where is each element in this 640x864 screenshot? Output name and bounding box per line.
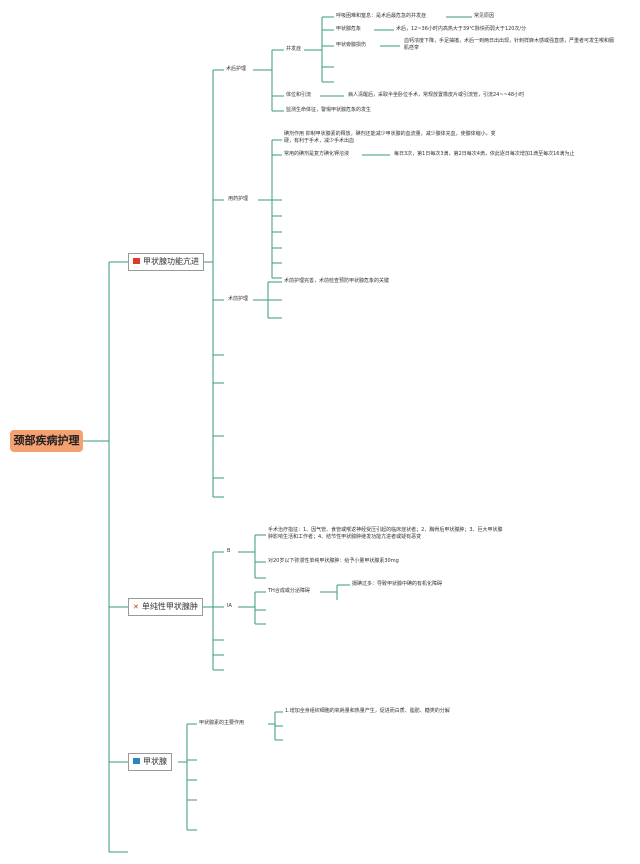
complication-parathyroid-note[interactable]: 血钙浓度下降，手足抽搐，术后一到两日出出现，针刺样麻木感或强直感，严重者可发生喉…: [404, 38, 615, 51]
goiter-ia-node[interactable]: IA: [227, 603, 232, 609]
complication-thyroid-storm[interactable]: 甲状腺危象: [336, 26, 362, 32]
preop-care-node[interactable]: 术前护理: [228, 296, 249, 302]
pin-icon: ✕: [133, 603, 139, 611]
category-label: 甲状腺: [143, 757, 167, 766]
complication-asphyxia[interactable]: 呼吸困难和窒息：是术后最危急的并发症: [336, 13, 427, 19]
th-disorder-node[interactable]: TH合成或分泌障碍: [268, 588, 310, 594]
iodine-excess-note[interactable]: 摄碘过多：导致甲状腺中碘的有机化障碍: [352, 581, 443, 587]
category-hyperthyroidism[interactable]: 甲状腺功能亢进: [128, 253, 204, 271]
drainage-note[interactable]: 病人清醒后，采取半坐卧位手术，常规放置橡皮片或引流管，引流24~~48小时: [348, 92, 525, 98]
medication-care-node[interactable]: 用药护理: [228, 196, 249, 202]
postop-care-node[interactable]: 术后护理: [226, 66, 247, 72]
complication-thyroid-storm-note[interactable]: 术后，12~36小时内高热大于39℃脉快而弱大于120次/分: [396, 26, 527, 32]
iodine-effect-node[interactable]: 碘剂作用 抑制甲状腺素的释放，碘剂还能减少甲状腺的血流量，减少腺体充血，使腺体缩…: [284, 131, 496, 144]
root-node[interactable]: 颈部疾病护理: [10, 430, 83, 452]
preop-key-node[interactable]: 术前护理完善，术前检查预防甲状腺危象的关键: [284, 278, 390, 284]
category-label: 单纯性甲状腺肿: [141, 602, 198, 611]
thyroxine-dose-node[interactable]: 对20岁以下弥漫性单纯甲状腺肿：给予小量甲状腺素30mg: [268, 558, 399, 564]
complication-asphyxia-note[interactable]: 常见原因: [474, 13, 495, 19]
surgery-indication-node[interactable]: 手术治疗指征：1、因气管、食管或喉返神经受压引起的临床症状者；2、胸骨后甲状腺肿…: [268, 527, 503, 540]
category-simple-goiter[interactable]: ✕单纯性甲状腺肿: [128, 598, 203, 616]
drainage-node[interactable]: 体位和引流: [286, 92, 312, 98]
complications-node[interactable]: 并发症: [286, 46, 302, 52]
thyroxine-role-node[interactable]: 甲状腺素的主要作用: [199, 720, 245, 726]
thyroxine-effect-node[interactable]: 1.增加全身组织细胞的氧耗量和热量产生，促进而白质、脂肪、糖类的分解: [285, 708, 450, 714]
vitals-node[interactable]: 监测生命体征，警惕甲状腺危象的发生: [286, 107, 372, 113]
blue-flag-icon: [133, 758, 140, 764]
complication-parathyroid[interactable]: 甲状旁腺损伤: [336, 42, 367, 48]
goiter-b-node[interactable]: B: [227, 548, 231, 554]
iodine-dosage-note[interactable]: 每日3次，第1日每次3滴，第2日每次4滴，依此逐日每次增加1滴至每次16滴为止: [394, 151, 575, 157]
category-label: 甲状腺功能亢进: [143, 257, 199, 266]
category-thyroid[interactable]: 甲状腺: [128, 753, 172, 771]
red-flag-icon: [133, 258, 140, 264]
iodine-solution-node[interactable]: 常用的碘剂是复方碘化钾溶液: [284, 151, 350, 157]
